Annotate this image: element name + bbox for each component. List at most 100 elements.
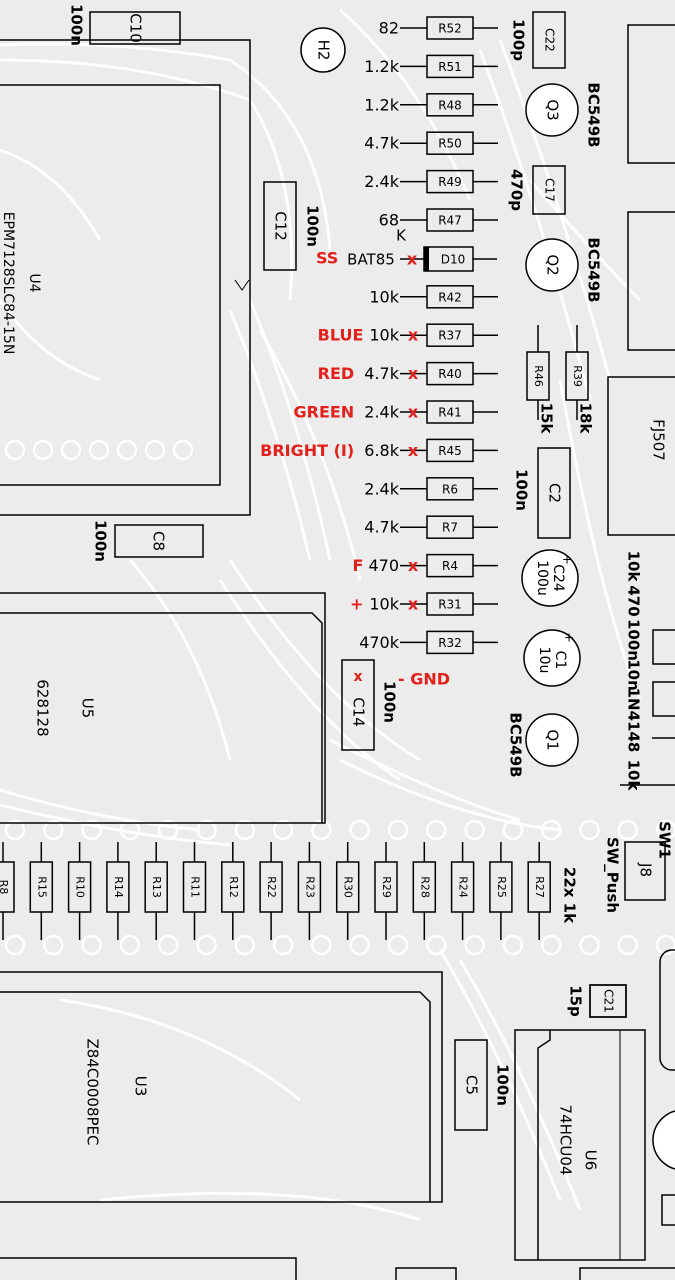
resistor-ref: R23 bbox=[303, 876, 316, 898]
u6-ic: U6 74HCU04 bbox=[514, 1029, 646, 1261]
q1-part: BC549B bbox=[507, 712, 525, 777]
resistor-ref: R45 bbox=[438, 444, 462, 458]
pad bbox=[617, 934, 639, 956]
pad bbox=[157, 819, 179, 841]
c1-ref: C1 bbox=[552, 651, 568, 670]
pad bbox=[540, 934, 562, 956]
q3-part: BC549B bbox=[585, 82, 603, 147]
resistor-ref: R13 bbox=[150, 876, 163, 898]
pad bbox=[464, 934, 485, 956]
pad bbox=[116, 439, 138, 461]
pad bbox=[157, 934, 179, 956]
h2-ref: H2 bbox=[315, 40, 333, 61]
pad bbox=[172, 439, 194, 461]
fuse-partial-label: FJ507 bbox=[650, 419, 668, 461]
cross-mark: x bbox=[408, 403, 419, 422]
pad bbox=[540, 819, 562, 841]
resistor-value: 10k bbox=[369, 595, 399, 614]
j8-switch: J8 SW_Push SW1 bbox=[604, 821, 674, 913]
cross-mark: x bbox=[408, 595, 419, 614]
u6-ref: U6 bbox=[582, 1150, 600, 1171]
pad bbox=[196, 934, 217, 956]
resistor-r14: R14 bbox=[106, 842, 130, 940]
resistor-r15: R15 bbox=[29, 842, 54, 940]
resistor-value: 4.7k bbox=[364, 518, 399, 537]
pad bbox=[502, 819, 524, 841]
j8-part: SW_Push bbox=[604, 837, 622, 913]
c8-capacitor: C8 100n bbox=[92, 520, 204, 562]
resistor-ref: R14 bbox=[112, 876, 125, 898]
c2-ref: C2 bbox=[546, 483, 564, 503]
u4-ref: U4 bbox=[26, 273, 42, 292]
q2-ref: Q2 bbox=[544, 254, 562, 275]
pad bbox=[311, 934, 332, 956]
c24-value: 100u bbox=[534, 560, 550, 596]
pad bbox=[349, 934, 370, 956]
resistor-column: R5282R511.2kR481.2kR504.7kR492.4kR4768R4… bbox=[260, 16, 498, 655]
resistor-note: BLUE bbox=[318, 326, 364, 345]
pad bbox=[617, 819, 639, 841]
resistor-ref: R7 bbox=[442, 521, 458, 535]
resistor-r6: R62.4k bbox=[364, 477, 498, 501]
ss-annotation: SS bbox=[316, 249, 338, 268]
r39-ref: R39 bbox=[571, 365, 584, 387]
r46-ref: R46 bbox=[532, 365, 545, 387]
resistor-r7: R7 4.7k bbox=[364, 515, 498, 539]
u4-ic: U4 EPM7128SLC84-15N bbox=[0, 39, 251, 516]
resistor-ref: R41 bbox=[438, 406, 462, 420]
resistor-ref: R48 bbox=[438, 98, 462, 112]
c8-value: 100n bbox=[92, 520, 110, 562]
d10-part: BAT85 bbox=[347, 251, 395, 269]
c17-ref: C17 bbox=[543, 178, 557, 202]
c22-ref: C22 bbox=[543, 28, 557, 52]
h2-mounting-hole: H2 bbox=[300, 27, 346, 73]
resistor-r28: R28 bbox=[412, 842, 437, 940]
resistor-value: 2.4k bbox=[364, 403, 399, 422]
resistor-value: 10k bbox=[369, 287, 399, 306]
resistor-ref: R28 bbox=[418, 876, 431, 898]
r39-value: 18k bbox=[577, 403, 595, 435]
c24-capacitor: + C24 100u bbox=[521, 549, 579, 607]
c22-capacitor: C22 100p bbox=[510, 11, 566, 69]
c2-value: 100n bbox=[513, 469, 531, 511]
j8-ref: J8 bbox=[637, 862, 655, 877]
right-value-label: 100n bbox=[625, 619, 643, 661]
resistor-r29: R29 bbox=[374, 842, 398, 940]
pad bbox=[4, 439, 26, 461]
resistor-ref: R8 bbox=[0, 880, 10, 895]
c14-capacitor: x C14 100n bbox=[341, 659, 399, 751]
resistor-value: 4.7k bbox=[364, 364, 399, 383]
c14-ref: C14 bbox=[350, 697, 368, 727]
resistor-value: 1.2k bbox=[364, 95, 399, 114]
q3-ref: Q3 bbox=[544, 99, 562, 120]
resistor-ref: R51 bbox=[438, 60, 462, 74]
right-edge-parts: FJ507 bbox=[579, 24, 675, 1280]
right-value-label: 1N4148 bbox=[625, 688, 643, 753]
right-value-label: 10k bbox=[625, 551, 643, 583]
pad bbox=[579, 934, 600, 956]
c12-capacitor: C12 100n bbox=[263, 181, 322, 271]
sw1-ref: SW1 bbox=[656, 821, 674, 859]
c21-ref: C21 bbox=[602, 989, 616, 1013]
d10-cross: x bbox=[407, 250, 418, 269]
resistor-value: 470 bbox=[368, 556, 399, 575]
pad bbox=[502, 934, 524, 956]
lower-part-outline bbox=[395, 1267, 457, 1280]
resistor-ref: R37 bbox=[438, 329, 462, 343]
resistor-ref: R30 bbox=[342, 876, 355, 898]
svg-text:+: + bbox=[562, 553, 572, 567]
pad bbox=[196, 819, 217, 841]
pad bbox=[387, 934, 409, 956]
resistor-r22: R22 bbox=[259, 842, 283, 940]
c1-capacitor: + C1 10u bbox=[523, 629, 581, 687]
c5-capacitor: C5 100n bbox=[454, 1039, 512, 1131]
resistor-ref: R32 bbox=[438, 636, 462, 650]
